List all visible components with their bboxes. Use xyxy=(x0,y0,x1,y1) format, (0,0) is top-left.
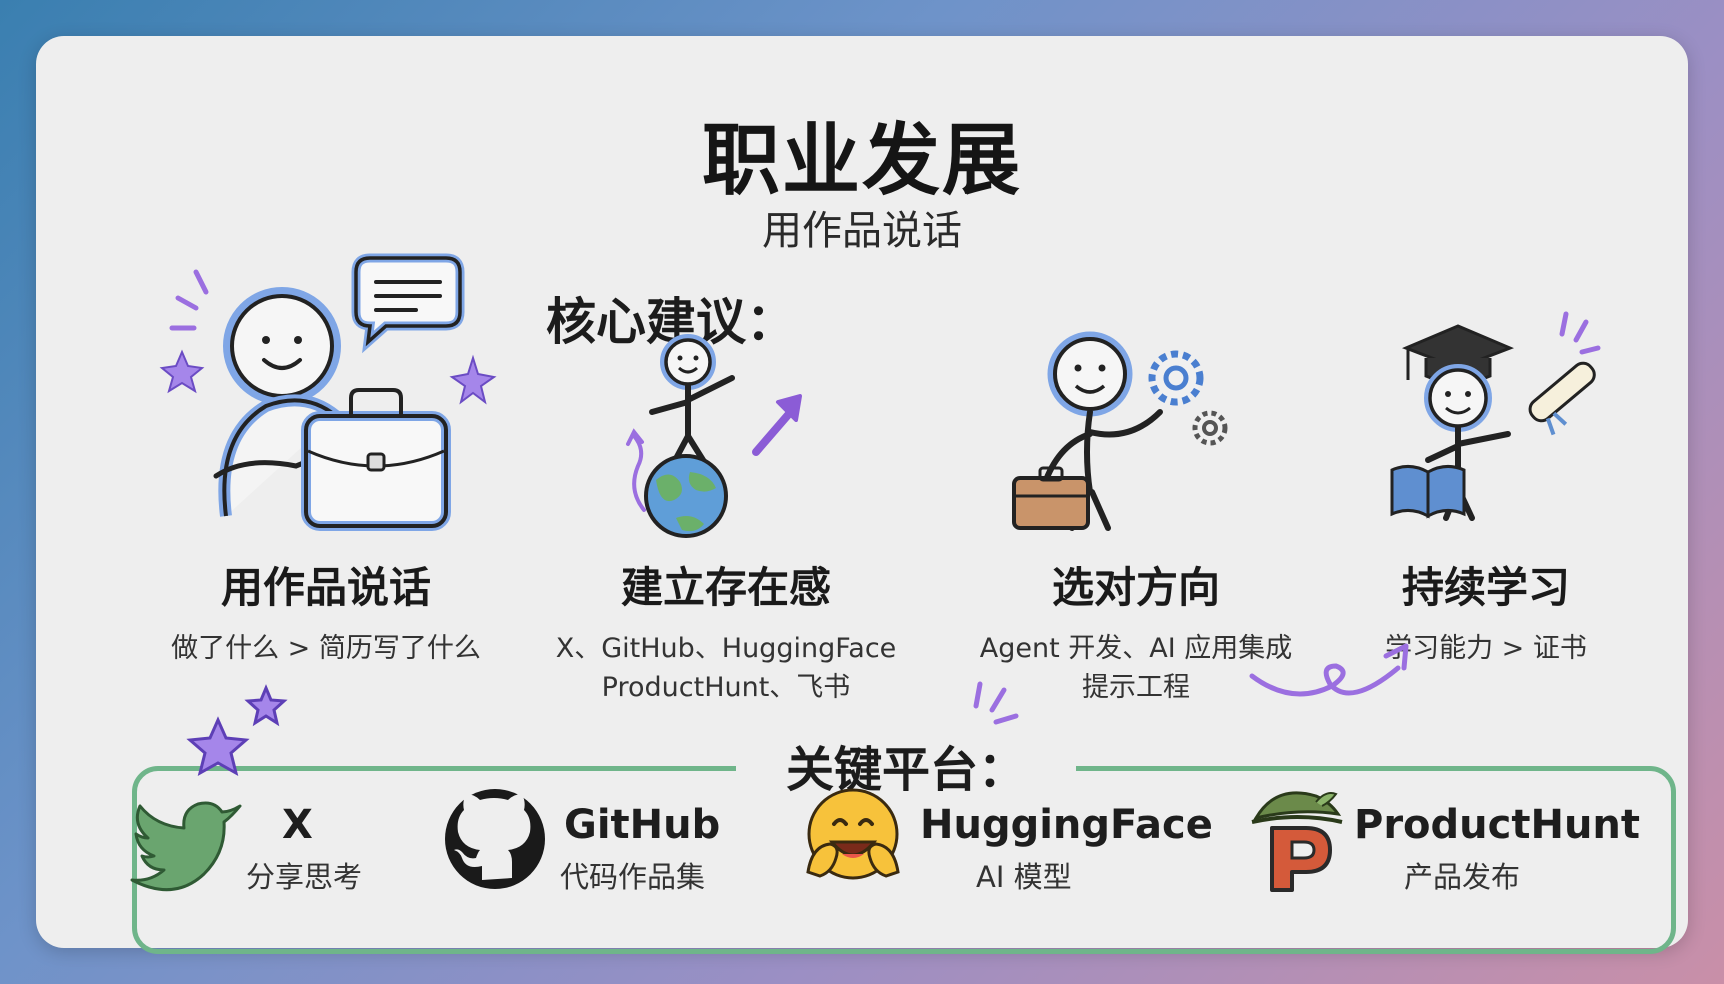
advice-desc-line: ProductHunt、飞书 xyxy=(601,672,851,703)
platform-name: GitHub xyxy=(564,802,721,848)
advice-desc-line: Agent 开发、AI 应用集成 xyxy=(979,633,1293,664)
person-on-globe-icon xyxy=(626,334,802,538)
swirl-arrow-icon xyxy=(1249,643,1409,697)
github-icon xyxy=(445,789,545,889)
twitter-bird-icon xyxy=(130,801,242,892)
platform-desc: 分享思考 xyxy=(246,860,363,894)
sparkle-stars-icon xyxy=(186,684,288,776)
producthunt-icon xyxy=(1251,791,1343,892)
platform-x[interactable]: X 分享思考 xyxy=(246,802,416,896)
advice-desc-line: 做了什么 > 简历写了什么 xyxy=(171,633,481,664)
platform-name: X xyxy=(282,802,313,848)
main-card: 职业发展 用作品说话 核心建议： xyxy=(36,36,1688,954)
advice-title: 持续学习 xyxy=(1401,563,1570,612)
advice-desc-line: X、GitHub、HuggingFace xyxy=(555,633,897,664)
platform-producthunt[interactable]: ProductHunt 产品发布 xyxy=(1354,802,1641,896)
sparkle-lines-icon xyxy=(973,681,1019,725)
person-with-briefcase-icon xyxy=(159,253,497,531)
huggingface-icon xyxy=(806,788,900,880)
advice-title: 建立存在感 xyxy=(620,563,831,612)
advice-title: 选对方向 xyxy=(1051,563,1220,612)
page-subtitle: 用作品说话 xyxy=(762,208,962,254)
graduate-with-book-icon xyxy=(1390,311,1601,521)
platform-desc: 产品发布 xyxy=(1404,860,1521,894)
platform-desc: AI 模型 xyxy=(976,860,1072,894)
advice-desc-line: 提示工程 xyxy=(1082,672,1190,703)
advice-item-3: 选对方向 Agent 开发、AI 应用集成 提示工程 xyxy=(926,554,1346,707)
advice-item-4: 持续学习 学习能力 > 证书 xyxy=(1336,554,1636,668)
platform-name: ProductHunt xyxy=(1354,802,1641,848)
platform-github[interactable]: GitHub 代码作品集 xyxy=(560,802,740,896)
platform-huggingface[interactable]: HuggingFace AI 模型 xyxy=(916,802,1213,896)
platform-name: HuggingFace xyxy=(920,802,1213,848)
platform-desc: 代码作品集 xyxy=(560,860,706,894)
platforms-heading: 关键平台： xyxy=(736,740,1076,800)
advice-item-2: 建立存在感 X、GitHub、HuggingFace ProductHunt、飞… xyxy=(516,554,936,707)
advice-item-1: 用作品说话 做了什么 > 简历写了什么 xyxy=(126,554,526,668)
person-with-gears-icon xyxy=(1012,331,1228,531)
advice-desc-line: 学习能力 > 证书 xyxy=(1385,633,1587,664)
advice-title: 用作品说话 xyxy=(220,563,431,612)
page-title: 职业发展 xyxy=(701,116,1022,206)
